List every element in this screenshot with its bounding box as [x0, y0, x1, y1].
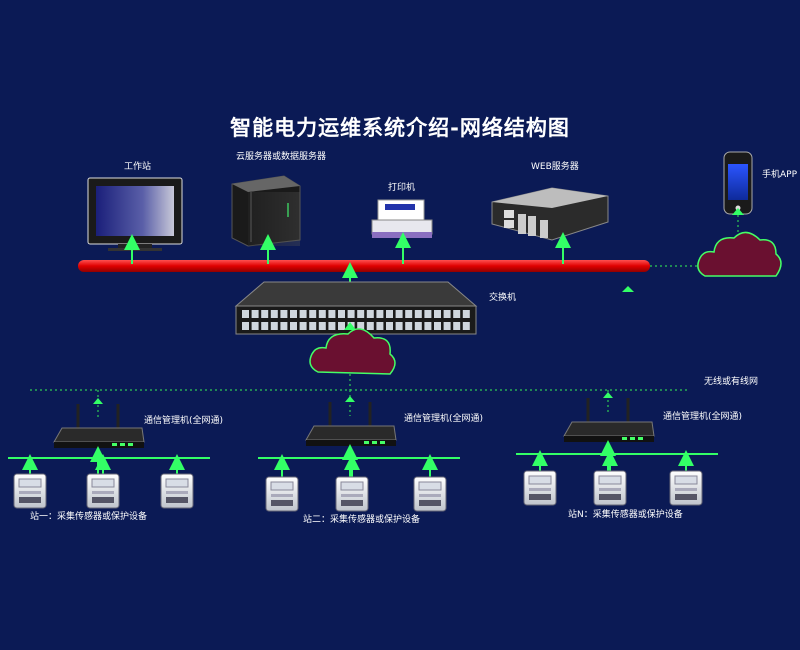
web-server-icon: [491, 187, 609, 241]
meter-icon: [13, 473, 47, 509]
router-icon: [53, 404, 145, 448]
router-up-arrow-icon: [93, 398, 103, 404]
workstation-icon: [87, 177, 183, 251]
switch-label: 交换机: [489, 293, 517, 303]
router-label-1: 通信管理机(全网通): [144, 416, 224, 426]
mobile-link: [650, 214, 739, 267]
workstation-label: 工作站: [124, 162, 152, 172]
switch-arrow-icon: [344, 322, 356, 330]
meter-icon: [86, 473, 120, 509]
meter-icon: [160, 473, 194, 509]
router-label-3: 通信管理机(全网通): [663, 412, 743, 422]
meter-icon: [265, 476, 299, 512]
router-up-arrow-icon: [345, 396, 355, 402]
cloud-server-label: 云服务器或数据服务器: [236, 152, 327, 162]
printer-icon: [371, 199, 433, 238]
page-title: 智能电力运维系统介绍-网络结构图: [230, 116, 570, 140]
station-3: [516, 390, 718, 506]
small-arrow-icon: [622, 286, 634, 292]
cloud-arrow-icon: [732, 208, 744, 215]
cloud-server-icon: [231, 175, 301, 247]
meter-icon: [669, 470, 703, 506]
station-label-3: 站N：采集传感器或保护设备: [568, 510, 683, 520]
printer-label: 打印机: [388, 183, 416, 193]
station-label-1: 站一：采集传感器或保护设备: [30, 512, 148, 522]
switch-icon: [234, 281, 478, 335]
router-label-2: 通信管理机(全网通): [404, 414, 484, 424]
cloud-icon-mobile: [697, 231, 782, 277]
meter-icon: [335, 476, 369, 512]
bus-line: [78, 260, 650, 272]
meter-icon: [593, 470, 627, 506]
station-1: [8, 390, 210, 509]
router-icon: [563, 398, 655, 442]
station-2: [258, 390, 460, 512]
network-label: 无线或有线网: [704, 377, 759, 387]
mobile-phone-icon: [723, 151, 753, 215]
mobile-app-label: 手机APP: [762, 170, 798, 180]
cloud-icon-network: [309, 328, 396, 375]
meter-icon: [523, 470, 557, 506]
meter-icon: [413, 476, 447, 512]
station-label-2: 站二：采集传感器或保护设备: [303, 515, 421, 525]
router-up-arrow-icon: [603, 392, 613, 398]
router-icon: [305, 402, 397, 446]
web-server-label: WEB服务器: [531, 162, 579, 172]
